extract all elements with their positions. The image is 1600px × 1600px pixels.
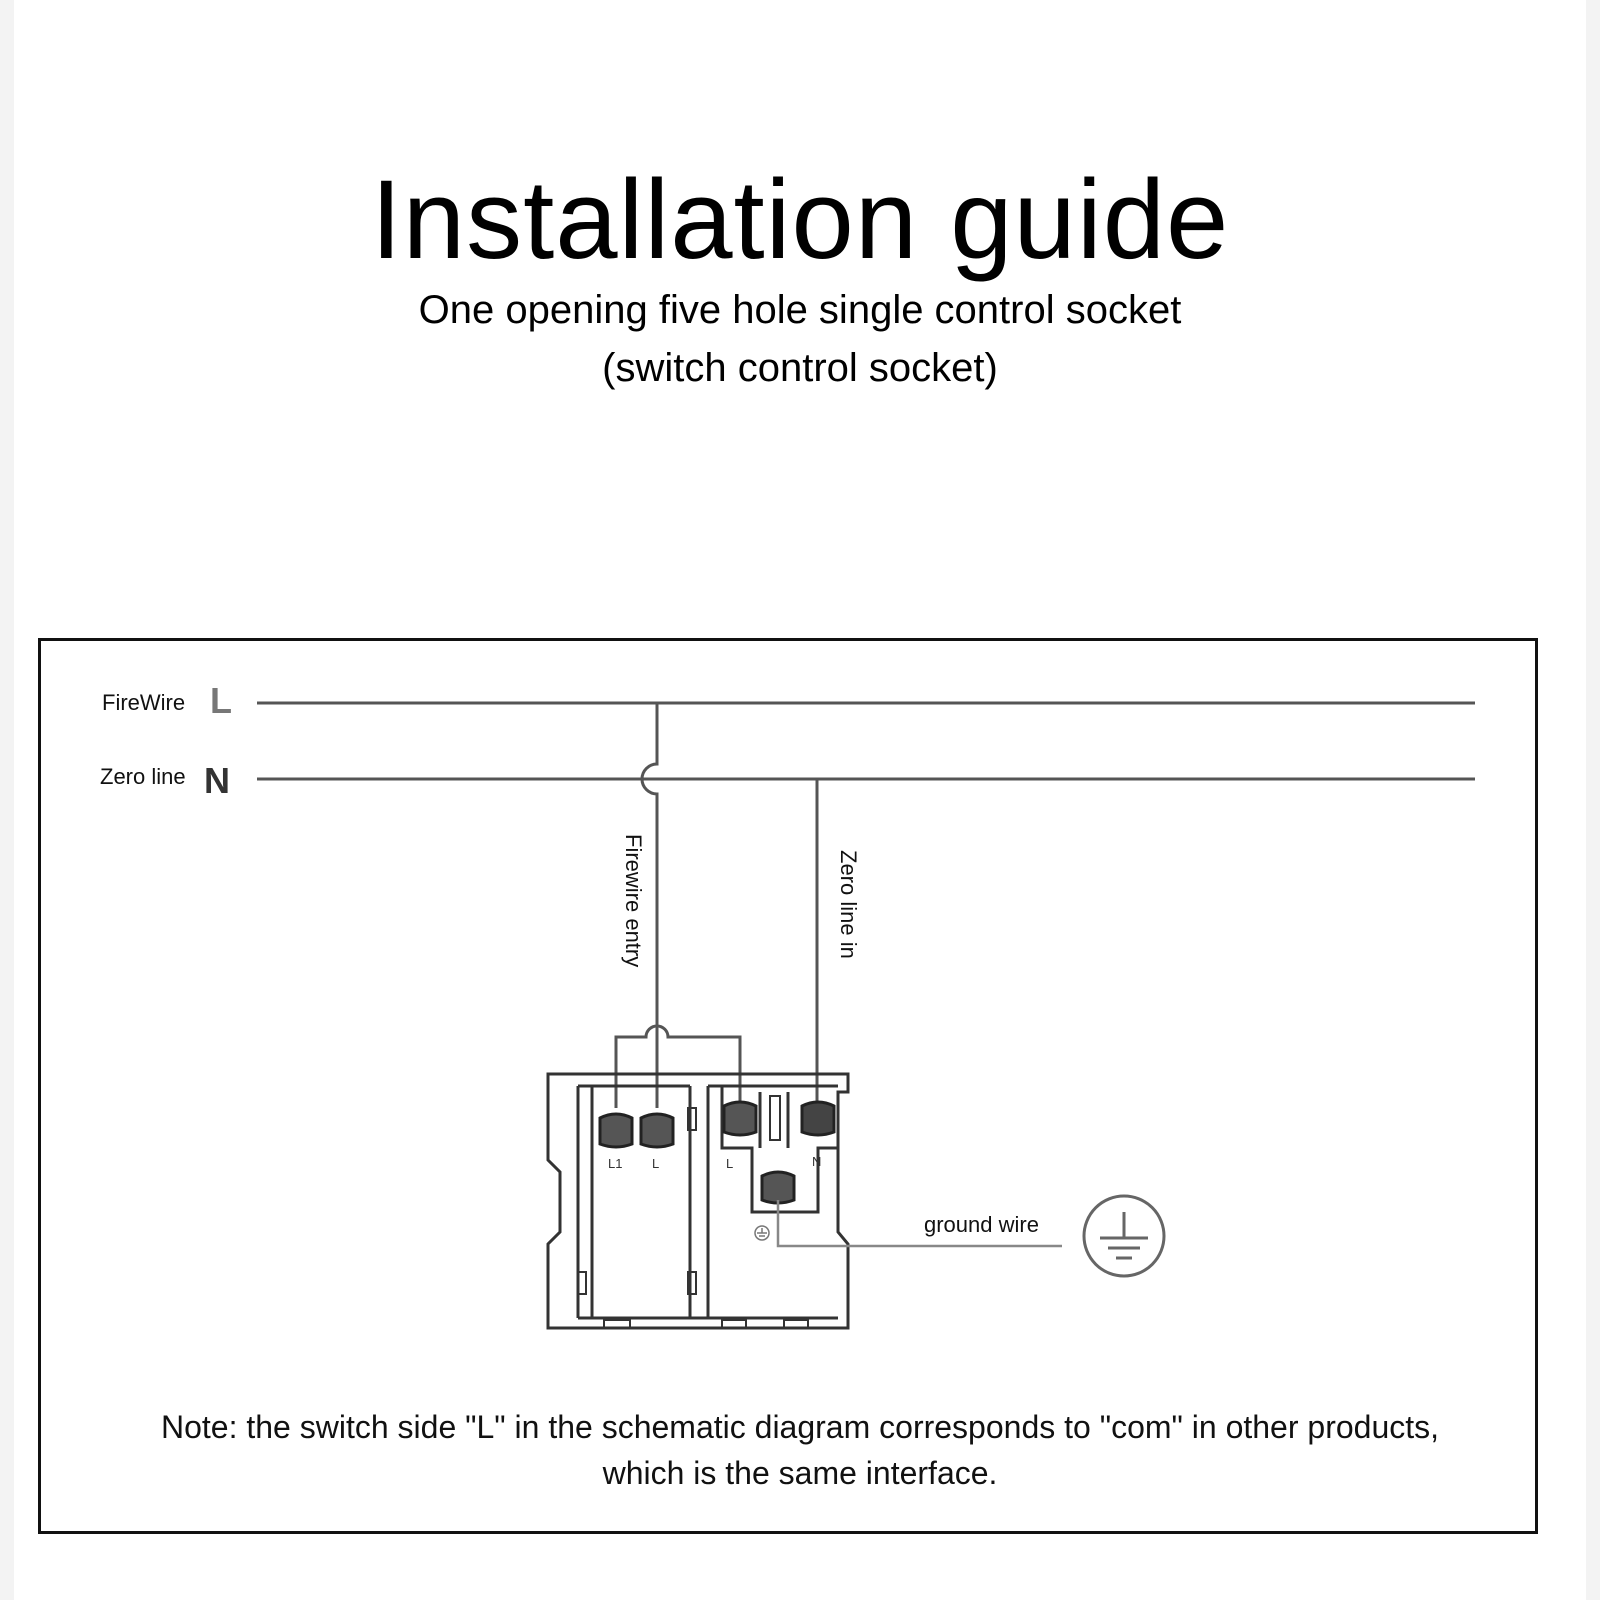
wiring-diagram-frame [38, 638, 1538, 1534]
zero-line-label: Zero line [100, 764, 186, 789]
firewire-drop-wire [640, 703, 659, 1040]
terminals [598, 1100, 836, 1205]
page-subtitle-line2: (switch control socket) [602, 346, 998, 390]
ground-wire [776, 1200, 1062, 1248]
page-title: Installation guide [370, 157, 1230, 282]
note-line1: Note: the switch side "L" in the schemat… [160, 1409, 1440, 1445]
terminal-l1-screw [598, 1112, 634, 1149]
page-subtitle-line1: One opening five hole single control soc… [418, 288, 1182, 332]
socket-module [546, 1072, 850, 1330]
module-ground-mark-icon [754, 1225, 770, 1241]
terminal-l-screw [639, 1112, 675, 1149]
terminal-n-screw [800, 1100, 836, 1137]
terminal-l1-label: L1 [608, 1156, 622, 1171]
jumper-wire [614, 1024, 742, 1108]
firewire-letter: L [210, 680, 232, 721]
ground-wire-label: ground wire [924, 1212, 1039, 1237]
page: Installation guide One opening five hole… [14, 0, 1586, 1600]
terminal-socket-l-label: L [726, 1156, 733, 1171]
ground-symbol-icon [1082, 1194, 1166, 1278]
terminal-l-label: L [652, 1156, 659, 1171]
firewire-label: FireWire [102, 690, 185, 715]
zero-line-letter: N [204, 760, 230, 801]
installation-note: Note: the switch side "L" in the schemat… [0, 1404, 1600, 1496]
terminal-socket-l-screw [722, 1100, 758, 1137]
terminal-ground-screw [760, 1170, 796, 1205]
zero-line-in-label: Zero line in [836, 850, 861, 959]
terminal-n-label: N [812, 1154, 821, 1169]
note-line2: which is the same interface. [602, 1455, 998, 1491]
firewire-entry-label: Firewire entry [621, 834, 646, 967]
